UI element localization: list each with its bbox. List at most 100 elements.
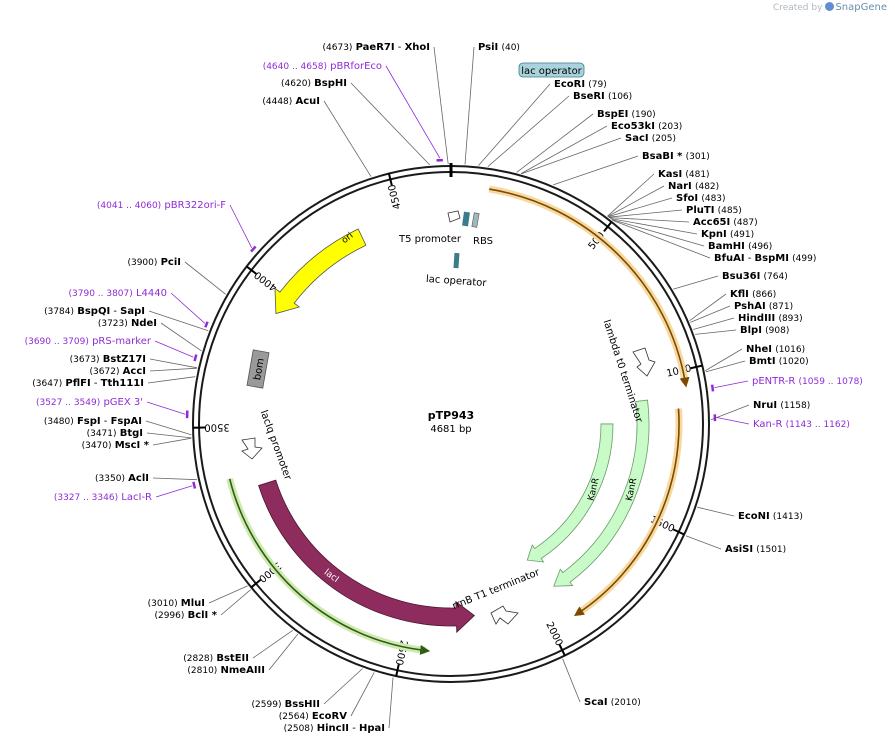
- site-label-ndei[interactable]: (3723) NdeI: [98, 318, 157, 329]
- site-label-nmeaiii[interactable]: (2810) NmeAIII: [187, 665, 265, 676]
- site-label-btgi[interactable]: (3471) BtgI: [87, 428, 143, 439]
- rrnb-t1-terminator-feature[interactable]: [490, 605, 519, 625]
- lac-operator-feature-lower[interactable]: [453, 252, 460, 269]
- leader-line: [147, 376, 196, 384]
- primer-bar: [250, 245, 257, 253]
- site-label-prsmarker[interactable]: (3690 .. 3709) pRS-marker: [25, 336, 152, 347]
- site-label-pentr[interactable]: pENTR-R (1059 .. 1078): [752, 376, 863, 387]
- site-label-scai[interactable]: ScaI (2010): [584, 697, 641, 708]
- rbs-feature[interactable]: [471, 212, 480, 228]
- site-label-acli[interactable]: (3350) AclI: [95, 473, 149, 484]
- site-label-acui[interactable]: (4448) AcuI: [262, 96, 320, 107]
- site-label-pcii[interactable]: (3900) PciI: [127, 257, 181, 268]
- leader-line: [154, 340, 194, 358]
- site-label-fspi[interactable]: (3480) FspI - FspAI: [44, 416, 142, 427]
- site-label-bcli[interactable]: (2996) BclI *: [154, 610, 217, 621]
- leader-line: [464, 46, 475, 165]
- site-label-nrui[interactable]: NruI (1158): [753, 400, 810, 411]
- site-label-acci[interactable]: (3672) AccI: [90, 366, 146, 377]
- kanr-feature-outer[interactable]: [553, 399, 650, 587]
- plasmid-name: pTP943: [428, 409, 474, 422]
- laci-feature[interactable]: [258, 479, 476, 634]
- leader-line: [323, 100, 372, 177]
- site-label-psii[interactable]: PsiI (40): [478, 42, 520, 53]
- site-label-kanr_primer[interactable]: Kan-R (1143 .. 1162): [753, 419, 850, 430]
- orf-arc-left: [228, 478, 431, 655]
- site-label-pgex3[interactable]: (3527 .. 3549) pGEX 3': [36, 397, 143, 408]
- kanr-feature-inner[interactable]: [526, 423, 614, 563]
- leader-line: [553, 155, 639, 186]
- site-label-bfuai[interactable]: BfuAI - BspMI (499): [714, 253, 816, 264]
- laciq-promoter-feature[interactable]: [241, 437, 263, 460]
- site-label-eco53ki[interactable]: Eco53kI (203): [611, 121, 682, 132]
- site-label-nari[interactable]: NarI (482): [668, 181, 719, 192]
- site-label-plutI[interactable]: PluTI (485): [686, 205, 742, 216]
- site-label-bspqi[interactable]: (3784) BspQI - SapI: [44, 306, 145, 317]
- leader-line: [160, 322, 202, 352]
- leader-line: [220, 589, 251, 616]
- leader-line: [673, 275, 719, 290]
- ori-feature[interactable]: [274, 228, 367, 315]
- site-label-pbrforeco[interactable]: (4640 .. 4658) pBRforEco: [263, 61, 382, 72]
- site-label-bsteii[interactable]: (2828) BstEII: [183, 653, 249, 664]
- tick-mark: [395, 664, 400, 677]
- site-label-acc65i[interactable]: Acc65I (487): [693, 217, 758, 228]
- snapgene-product-name: SnapGene: [835, 2, 887, 13]
- site-label-pshai[interactable]: PshAI (871): [734, 301, 793, 312]
- site-label-bmti[interactable]: BmtI (1020): [749, 356, 809, 367]
- leader-line: [690, 305, 731, 323]
- site-label-laci_r[interactable]: (3327 .. 3346) LacI-R: [54, 492, 152, 503]
- bom-label: bom: [252, 357, 267, 381]
- leader-line: [607, 173, 655, 217]
- lac-operator-feature-top[interactable]: [462, 211, 470, 227]
- primer-bar: [192, 481, 197, 489]
- site-label-l4440[interactable]: (3790 .. 3807) L4440: [69, 288, 168, 299]
- site-label-bstz17i[interactable]: (3673) BstZ17I: [70, 354, 146, 365]
- site-label-blpi[interactable]: BlpI (908): [740, 325, 789, 336]
- lac-operator-badge[interactable]: lac operator: [518, 62, 585, 78]
- site-label-sfoi[interactable]: SfoI (483): [676, 193, 726, 204]
- leader-line: [152, 437, 192, 446]
- leader-line: [695, 329, 737, 335]
- site-label-mlui[interactable]: (3010) MluI: [148, 598, 205, 609]
- t5-promoter-feature[interactable]: [447, 210, 461, 223]
- site-label-asisi[interactable]: AsiSI (1501): [725, 544, 786, 555]
- leader-line: [487, 95, 570, 167]
- site-label-ecorv[interactable]: (2564) EcoRV: [279, 711, 347, 722]
- site-label-msci[interactable]: (3470) MscI *: [82, 440, 150, 451]
- orf-arc-right: [573, 408, 680, 617]
- leader-line: [607, 197, 673, 218]
- site-label-pflfi[interactable]: (3647) PflFI - Tth111I: [32, 378, 144, 389]
- site-label-kfli[interactable]: KflI (866): [730, 289, 776, 300]
- site-label-bspei[interactable]: BspEI (190): [597, 109, 656, 120]
- snapgene-logo-icon: [825, 2, 835, 11]
- leader-line: [608, 209, 683, 218]
- site-label-kasi[interactable]: KasI (481): [658, 169, 710, 180]
- site-label-ecori[interactable]: EcoRI (79): [554, 79, 607, 90]
- site-label-ecoNI[interactable]: EcoNI (1413): [738, 511, 803, 522]
- tick-label: 4500: [387, 183, 404, 210]
- site-label-bsabi[interactable]: BsaBI * (301): [642, 151, 710, 162]
- site-label-paer7i[interactable]: (4673) PaeR7I - XhoI: [323, 42, 431, 53]
- leader-line: [149, 358, 198, 369]
- site-label-hincii[interactable]: (2508) HincII - HpaI: [284, 723, 385, 734]
- site-label-bsu36i[interactable]: Bsu36I (764): [722, 271, 788, 282]
- site-label-bseri[interactable]: BseRI (106): [573, 91, 632, 102]
- site-label-hindiii[interactable]: HindIII (893): [738, 313, 803, 324]
- leader-line: [520, 125, 608, 174]
- bom-feature[interactable]: bom: [246, 349, 270, 389]
- site-label-saci[interactable]: SacI (205): [625, 133, 676, 144]
- site-label-bsshii[interactable]: (2599) BssHII: [252, 699, 320, 710]
- site-label-bsphi[interactable]: (4620) BspHI: [281, 78, 347, 89]
- site-label-bamhi[interactable]: BamHI (496): [708, 241, 772, 252]
- lambda-t0-terminator-feature[interactable]: [632, 347, 656, 377]
- t5-promoter-rbs-group: [447, 210, 480, 269]
- primer-bar: [204, 321, 209, 328]
- lambda-t0-terminator-label: lambda t0 terminator: [601, 319, 645, 425]
- site-label-kpni[interactable]: KpnI (491): [701, 229, 754, 240]
- plasmid-size: 4681 bp: [430, 424, 471, 435]
- site-label-nhei[interactable]: NheI (1016): [746, 344, 805, 355]
- rbs-label: RBS: [473, 236, 493, 247]
- site-label-pbr322ori[interactable]: (4041 .. 4060) pBR322ori-F: [97, 200, 226, 211]
